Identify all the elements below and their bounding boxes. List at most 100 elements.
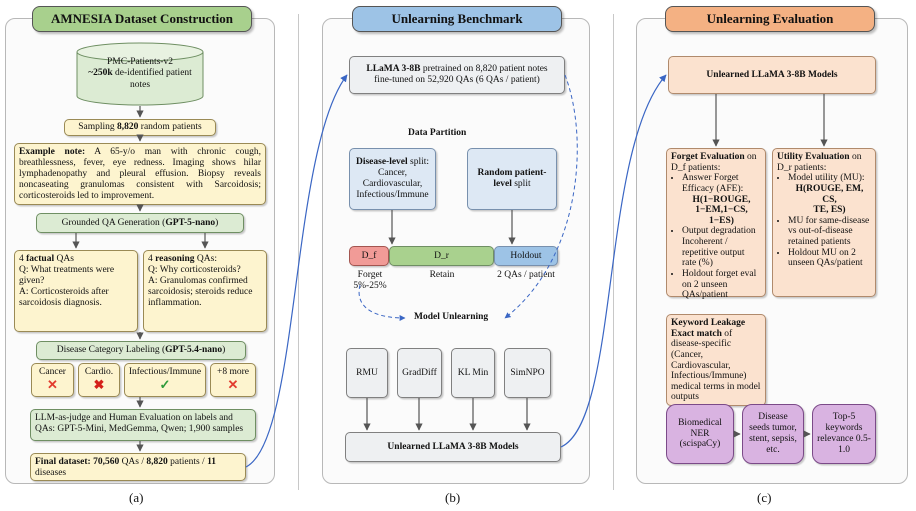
- factual-bold: factual: [26, 254, 55, 264]
- afe-formula: H(1−ROUGE,1−EM,1−CS, 1−ES): [682, 195, 761, 227]
- category-cancer: Cancer ✕: [31, 363, 74, 397]
- reasoning-question: Q: Why corticosteroids?: [148, 264, 241, 275]
- keyword-match: Exact match: [671, 328, 722, 339]
- forget-eval-item: Holdout forget eval on 2 unseen QAs/pati…: [682, 269, 761, 301]
- method-label: KL Min: [457, 367, 489, 378]
- utility-eval-item: Model utility (MU):H(ROUGE, EM, CS,TE, E…: [788, 173, 871, 216]
- judge-text: LLM-as-judge and Human Evaluation on lab…: [35, 413, 244, 434]
- method-graddiff: GradDiff: [397, 348, 442, 398]
- qa-gen-suffix: ): [215, 217, 219, 228]
- example-label: Example note:: [19, 147, 86, 157]
- method-klmin: KL Min: [451, 348, 495, 398]
- forget-label: Forget: [357, 270, 383, 280]
- category-labeling-box: Disease Category Labeling (GPT-5.4-nano): [36, 341, 246, 360]
- model-pretrain: pretrained on 8,820 patient notes: [420, 64, 548, 75]
- utility-eval-title: Utility Evaluation on D_r patients:: [777, 152, 871, 173]
- label-prefix: Disease Category Labeling (: [56, 345, 166, 356]
- top5-keywords-box: Top-5 keywords relevance 0.5-1.0: [812, 404, 876, 464]
- factual-answer: A: Corticosteroids after sarcoidosis dia…: [19, 286, 109, 308]
- final-qas: 70,560: [90, 457, 120, 467]
- category-name: Infectious/Immune: [128, 367, 202, 378]
- divider-b-c: [613, 14, 614, 490]
- category-labeling-text: Disease Category Labeling (GPT-5.4-nano): [57, 345, 226, 356]
- qa-gen-prefix: Grounded QA Generation (: [61, 217, 166, 228]
- panel-b-title: Unlearning Benchmark: [352, 6, 562, 32]
- utility-eval-rest: on D_r patients:: [777, 152, 862, 173]
- caption-a: (a): [129, 490, 144, 505]
- cross-bold-icon: ✖: [93, 376, 105, 392]
- method-rmu: RMU: [346, 348, 388, 398]
- dr-segment: D_r: [389, 246, 494, 266]
- mu-formula-2: TE, ES): [813, 205, 846, 216]
- model-line-1: LLaMA 3-8B pretrained on 8,820 patient n…: [366, 64, 547, 75]
- df-segment: D_f: [349, 246, 389, 266]
- dr-label: D_r: [434, 250, 449, 261]
- source-dataset: PMC-Patients-v2 ~250k de-identified pati…: [80, 46, 200, 102]
- forget-eval-list: Answer Forget Efficacy (AFE):H(1−ROUGE,1…: [671, 173, 761, 301]
- model-finetune: fine-tuned on 52,920 QAs (6 QAs / patien…: [374, 75, 540, 85]
- utility-eval-item: MU for same-disease vs out-of-disease re…: [788, 216, 871, 248]
- df-label: D_f: [361, 250, 377, 261]
- category-name: Cardio.: [84, 367, 114, 378]
- panel-a-title: AMNESIA Dataset Construction: [32, 6, 252, 32]
- sampling-prefix: Sampling: [78, 122, 118, 133]
- model-name: LLaMA 3-8B: [366, 64, 421, 75]
- final-label: Final dataset:: [35, 457, 91, 467]
- source-name: PMC-Patients-v2: [107, 56, 173, 67]
- judge-evaluation-box: LLM-as-judge and Human Evaluation on lab…: [30, 409, 256, 441]
- unlearned-models-label: Unlearned LLaMA 3-8B Models: [387, 441, 519, 452]
- factual-question: Q: What treatments were given?: [19, 264, 115, 286]
- category-name: +8 more: [216, 367, 249, 378]
- database-icon: [76, 42, 204, 106]
- disease-rest: split:: [407, 157, 430, 168]
- example-note-box: Example note: A 65-y/o man with chronic …: [14, 143, 266, 205]
- final-end: diseases: [35, 467, 67, 478]
- eval-models-label: Unlearned LLaMA 3-8B Models: [706, 69, 838, 80]
- method-label: RMU: [356, 367, 378, 378]
- forget-eval-rest: on D_f patients:: [671, 152, 757, 173]
- source-count-line: ~250k de-identified patient notes: [80, 68, 200, 91]
- reasoning-qas-box: 4 reasoning QAs: Q: Why corticosteroids?…: [143, 250, 267, 332]
- factual-title: 4 factual QAs: [19, 254, 133, 265]
- keyword-desc: of disease-specific (Cancer, Cardiovascu…: [671, 328, 761, 403]
- forget-note: Forget 5%-25%: [345, 270, 395, 292]
- ner-box: Biomedical NER (scispaCy): [666, 404, 734, 464]
- reasoning-bold: reasoning: [155, 254, 195, 264]
- holdout-segment: Holdout: [494, 246, 558, 266]
- source-desc: de-identified patient notes: [112, 68, 192, 90]
- cross-icon: ✕: [227, 376, 239, 392]
- final-mid2: patients /: [167, 457, 208, 467]
- method-label: GradDiff: [402, 367, 437, 378]
- disease-split-box: Disease-level split: Cancer, Cardiovascu…: [349, 148, 436, 210]
- keyword-leakage-box: Keyword Leakage Exact match of disease-s…: [666, 314, 766, 406]
- keyword-title: Keyword Leakage: [671, 318, 746, 328]
- category-name: Cancer: [39, 367, 66, 378]
- forget-range: 5%-25%: [353, 280, 387, 291]
- forget-eval-item: Answer Forget Efficacy (AFE):H(1−ROUGE,1…: [682, 173, 761, 226]
- utility-eval-bold: Utility Evaluation: [777, 152, 850, 162]
- qa-gen-model: GPT-5-nano: [165, 217, 216, 228]
- sampling-count: 8,820: [117, 122, 139, 133]
- label-suffix: ): [222, 345, 226, 356]
- ner-label: Biomedical NER (scispaCy): [678, 417, 722, 450]
- reasoning-answer: A: Granulomas confirmed sarcoidosis; ste…: [148, 275, 253, 308]
- disease-bold: Disease-level: [355, 157, 408, 168]
- method-simnpo: SimNPO: [504, 348, 551, 398]
- afe-label: Answer Forget Efficacy (AFE):: [682, 173, 744, 194]
- category-infectious: Infectious/Immune ✓: [124, 363, 206, 397]
- reasoning-num: 4: [148, 254, 156, 264]
- check-icon: ✓: [159, 376, 171, 392]
- factual-qas-box: 4 factual QAs Q: What treatments were gi…: [14, 250, 138, 332]
- final-patients: 8,820: [146, 457, 168, 467]
- top5-label: Top-5 keywords relevance 0.5-1.0: [817, 412, 871, 455]
- sampling-suffix: random patients: [138, 122, 202, 133]
- utility-evaluation-box: Utility Evaluation on D_r patients: Mode…: [772, 148, 876, 297]
- utility-eval-list: Model utility (MU):H(ROUGE, EM, CS,TE, E…: [777, 173, 871, 269]
- cross-icon: ✕: [47, 376, 58, 392]
- caption-b: (b): [445, 490, 461, 505]
- unlearning-title: Model Unlearning: [414, 312, 489, 322]
- retain-note: Retain: [429, 270, 455, 280]
- random-rest: split: [511, 179, 531, 189]
- mu-formula-1: H(ROUGE, EM, CS,: [795, 183, 864, 205]
- source-count: ~250k: [88, 68, 113, 79]
